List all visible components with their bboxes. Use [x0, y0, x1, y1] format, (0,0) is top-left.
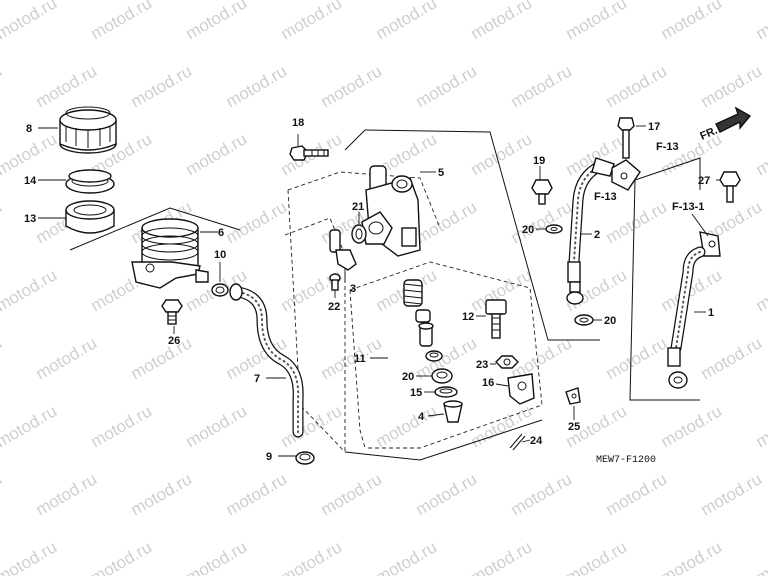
sealing-washer-lower[interactable] [574, 314, 594, 326]
joint-pin[interactable] [565, 387, 581, 405]
diaphragm-plate[interactable] [65, 169, 115, 194]
hose-clip-lower[interactable] [295, 451, 315, 465]
front-direction-label: FR. [698, 125, 719, 143]
master-cylinder-body[interactable] [361, 165, 421, 257]
callout-1: 1 [708, 307, 714, 319]
callout-20b: 20 [604, 315, 616, 327]
ref-f13-top: F-13 [656, 141, 679, 153]
callout-22: 21 [352, 201, 364, 213]
push-rod-washer[interactable] [434, 386, 458, 398]
callout-5: 5 [438, 167, 444, 179]
circlip[interactable] [431, 368, 453, 384]
push-rod-clevis[interactable] [507, 373, 535, 405]
callout-6: 6 [218, 227, 224, 239]
leader-lines [38, 125, 720, 457]
callout-15: 15 [410, 387, 422, 399]
callout-23: 22 [328, 301, 340, 313]
spring[interactable] [403, 279, 423, 307]
callout-11: 11 [354, 353, 366, 365]
pipe-bolt[interactable] [719, 171, 741, 203]
diaphragm[interactable] [65, 200, 115, 234]
callout-14: 14 [24, 175, 37, 187]
callout-21: 20 [402, 371, 414, 383]
push-rod-boot[interactable] [443, 400, 463, 423]
diagram-code: MEW7-F1200 [596, 455, 656, 466]
hose-clip-upper[interactable] [211, 283, 229, 297]
push-rod-nut[interactable] [495, 355, 519, 369]
piston[interactable] [418, 322, 434, 347]
sealing-washer-upper[interactable] [545, 224, 563, 234]
callout-20a: 20 [522, 224, 534, 236]
ref-f13-side: F-13 [594, 191, 617, 203]
callout-10: 10 [214, 249, 226, 261]
callout-2: 2 [594, 229, 600, 241]
callout-9: 9 [266, 451, 272, 463]
callout-16: 16 [482, 377, 494, 389]
joint-screw[interactable] [329, 273, 341, 291]
secondary-washer[interactable] [425, 350, 443, 362]
reservoir-body[interactable] [131, 218, 209, 289]
master-cylinder-bolt[interactable] [289, 145, 329, 161]
reference-labels: F-13 F-13 F-13-1 [594, 141, 704, 213]
callout-25: 24 [530, 435, 543, 447]
hose-joint[interactable] [329, 229, 357, 271]
callout-13: 13 [24, 213, 36, 225]
primary-cup[interactable] [415, 309, 431, 323]
brake-pipe[interactable] [667, 231, 721, 389]
callout-18: 18 [292, 117, 304, 129]
ref-f13-1: F-13-1 [672, 201, 704, 213]
callout-7: 7 [254, 373, 260, 385]
assembly-outlines [69, 129, 701, 461]
callout-28: 27 [698, 175, 710, 187]
reservoir-hose[interactable] [229, 283, 304, 438]
hose-bracket-bolt[interactable] [617, 117, 635, 159]
reservoir-cap[interactable] [59, 106, 117, 154]
front-direction-arrow: FR. [698, 106, 752, 143]
reservoir-bolt[interactable] [161, 299, 183, 325]
callout-12: 12 [462, 311, 474, 323]
o-ring[interactable] [351, 224, 367, 244]
cotter-pin[interactable] [509, 433, 526, 451]
callout-24: 23 [476, 359, 488, 371]
callout-27: 26 [168, 335, 180, 347]
callout-labels: 8 14 13 6 10 26 7 9 18 5 21 3 22 11 12 2… [24, 117, 714, 463]
brake-hose[interactable] [566, 157, 641, 305]
callout-26: 25 [568, 421, 580, 433]
callout-8: 8 [26, 123, 32, 135]
callout-3: 3 [350, 283, 356, 295]
callout-4: 4 [418, 411, 425, 423]
banjo-bolt[interactable] [531, 179, 553, 205]
callout-17: 17 [648, 121, 660, 133]
push-rod[interactable] [485, 299, 507, 339]
callout-19: 19 [533, 155, 545, 167]
